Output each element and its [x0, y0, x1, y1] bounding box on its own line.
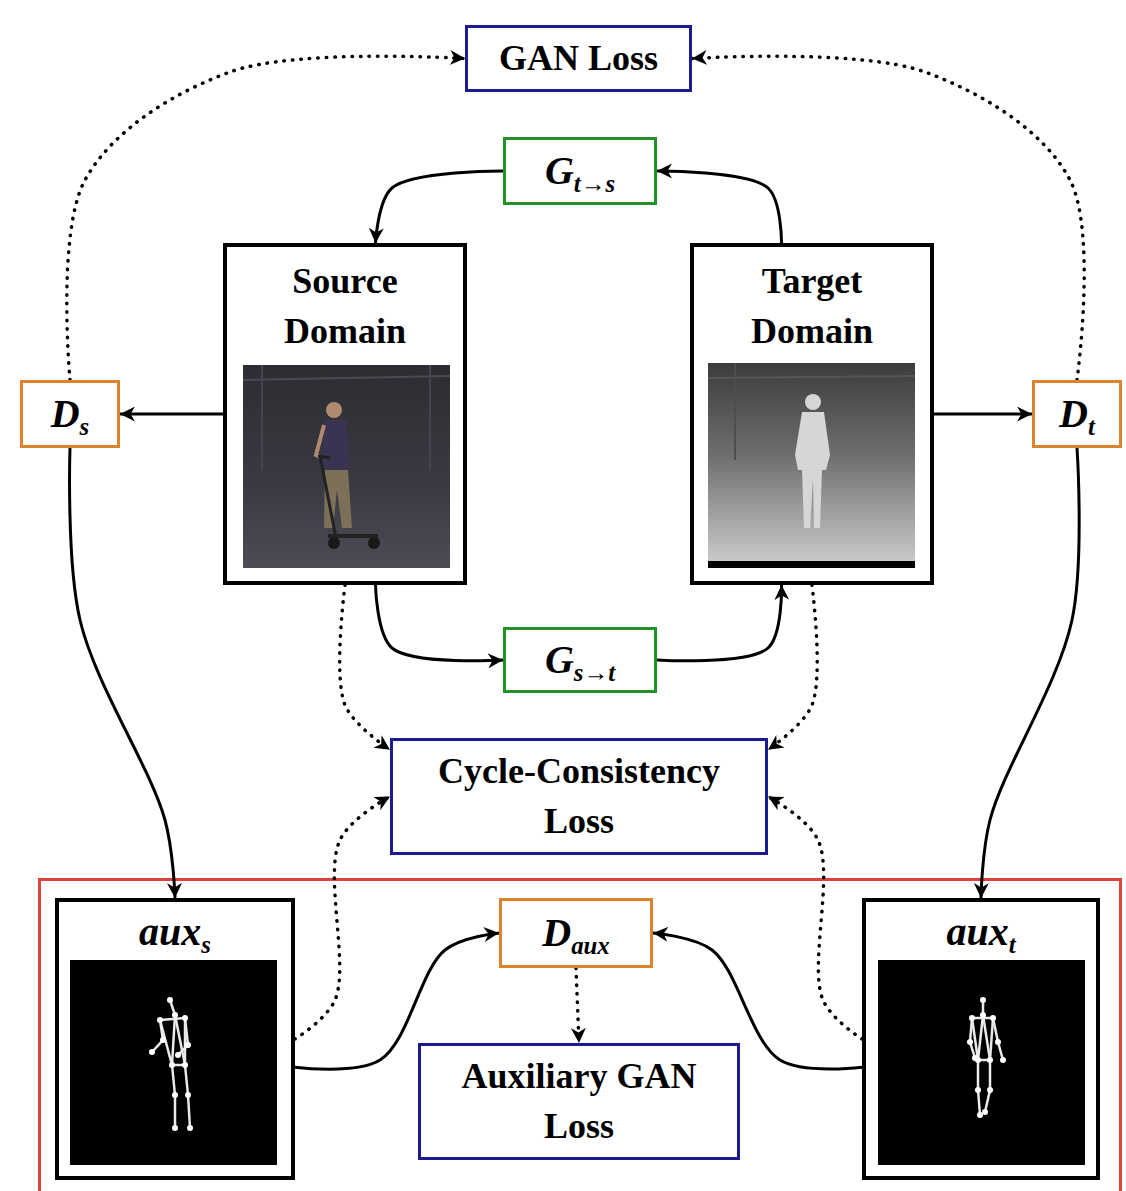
data-flow-arrow	[981, 448, 1079, 898]
discriminator-box: Daux	[499, 898, 653, 968]
pose-skeleton	[878, 960, 1085, 1165]
node-label: Source Domain	[235, 257, 455, 356]
loss-flow-arrow	[768, 797, 862, 1040]
loss-flow-arrow	[295, 797, 390, 1040]
generator-box: Gt→s	[503, 137, 657, 205]
loss-box: GAN Loss	[465, 25, 692, 92]
data-flow-arrow	[376, 585, 504, 661]
loss-flow-arrow	[692, 56, 1084, 380]
node-label: Gs→t	[545, 632, 615, 687]
loss-flow-arrow	[67, 56, 465, 380]
node-label: auxt	[946, 904, 1015, 959]
data-flow-arrow	[653, 933, 862, 1069]
rgb-photo	[243, 365, 450, 568]
domain-box: Source Domain	[223, 243, 467, 585]
loss-flow-arrow	[340, 585, 390, 750]
data-flow-arrow	[295, 933, 499, 1069]
node-label: auxs	[139, 904, 211, 959]
loss-flow-arrow	[768, 585, 817, 750]
data-flow-arrow	[657, 171, 782, 243]
loss-box: Auxiliary GAN Loss	[418, 1043, 740, 1160]
loss-flow-arrow	[576, 968, 579, 1043]
node-label: Dt	[1059, 386, 1095, 441]
domain-box: Target Domain	[690, 243, 934, 585]
node-label: Auxiliary GAN Loss	[429, 1052, 729, 1151]
node-label: Gt→s	[545, 143, 615, 198]
auxiliary-region	[40, 880, 1121, 1191]
data-flow-arrow	[120, 413, 223, 416]
depth-image	[708, 363, 915, 568]
data-flow-arrow	[934, 413, 1032, 416]
node-label: Target Domain	[702, 257, 922, 356]
node-label: Ds	[51, 386, 90, 441]
generator-box: Gs→t	[503, 627, 657, 693]
auxiliary-box: auxs	[55, 898, 295, 1180]
data-flow-arrow	[657, 585, 782, 661]
node-label: GAN Loss	[499, 34, 658, 84]
pose-skeleton	[70, 960, 277, 1165]
auxiliary-box: auxt	[862, 898, 1100, 1180]
node-label: Cycle-Consistency Loss	[401, 747, 757, 846]
node-label: Daux	[542, 905, 609, 960]
data-flow-arrow	[70, 448, 175, 898]
discriminator-box: Ds	[20, 380, 120, 448]
data-flow-arrow	[376, 171, 504, 243]
loss-box: Cycle-Consistency Loss	[390, 738, 768, 855]
discriminator-box: Dt	[1032, 380, 1122, 448]
